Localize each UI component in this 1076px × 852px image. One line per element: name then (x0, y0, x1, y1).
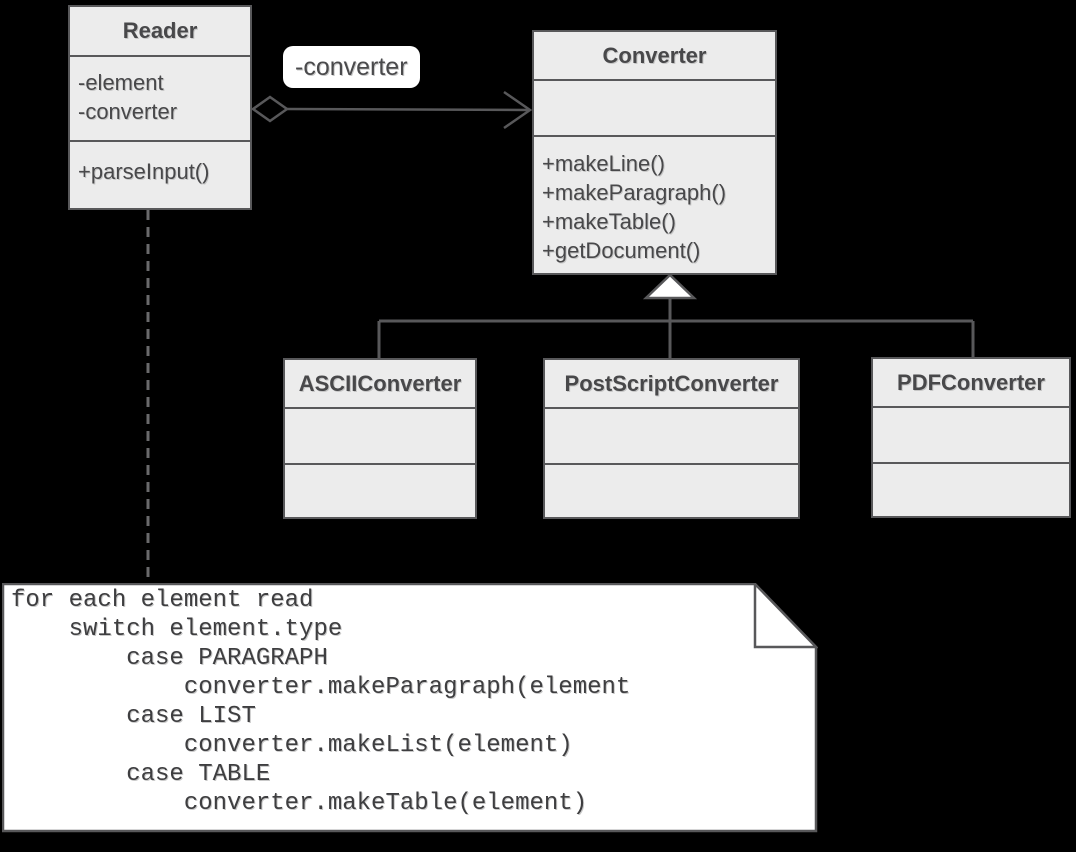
class-attributes-section (285, 409, 475, 465)
code-note: for each element read switch element.typ… (2, 583, 818, 833)
class-box-pdf-converter: PDFConverter (871, 357, 1071, 518)
attribute: -element (78, 70, 164, 95)
class-title: PostScriptConverter (545, 360, 798, 409)
class-box-reader: Reader -element -converter +parseInput() (68, 5, 252, 210)
class-box-postscript-converter: PostScriptConverter (543, 358, 800, 519)
class-title: ASCIIConverter (285, 360, 475, 409)
method: +getDocument() (542, 238, 701, 263)
class-box-converter: Converter +makeLine() +makeParagraph() +… (532, 30, 777, 275)
attribute: -converter (78, 99, 178, 124)
class-methods-section: +makeLine() +makeParagraph() +makeTable(… (534, 137, 775, 273)
association-label: -converter (283, 46, 420, 88)
aggregation-line (286, 107, 530, 112)
note-body (2, 583, 818, 833)
class-methods-section (545, 465, 798, 517)
method: +makeLine() (542, 151, 665, 176)
class-title: Converter (534, 32, 775, 81)
class-title: PDFConverter (873, 359, 1069, 408)
class-attributes-section (534, 81, 775, 137)
class-box-ascii-converter: ASCIIConverter (283, 358, 477, 519)
method: +makeTable() (542, 209, 676, 234)
note-shape (2, 583, 818, 833)
class-attributes-section: -element -converter (70, 57, 250, 142)
note-code-text: for each element read switch element.typ… (11, 587, 631, 817)
class-attributes-section (873, 408, 1069, 464)
class-methods-section (873, 464, 1069, 516)
class-title: Reader (70, 7, 250, 57)
class-methods-section (285, 465, 475, 517)
note-fold-icon (753, 583, 818, 649)
inheritance-triangle-icon (642, 273, 698, 300)
aggregation-diamond-icon (250, 95, 290, 123)
method: +parseInput() (78, 159, 210, 184)
class-methods-section: +parseInput() (70, 142, 250, 208)
class-attributes-section (545, 409, 798, 465)
method: +makeParagraph() (542, 180, 727, 205)
open-arrowhead-icon (503, 90, 533, 130)
